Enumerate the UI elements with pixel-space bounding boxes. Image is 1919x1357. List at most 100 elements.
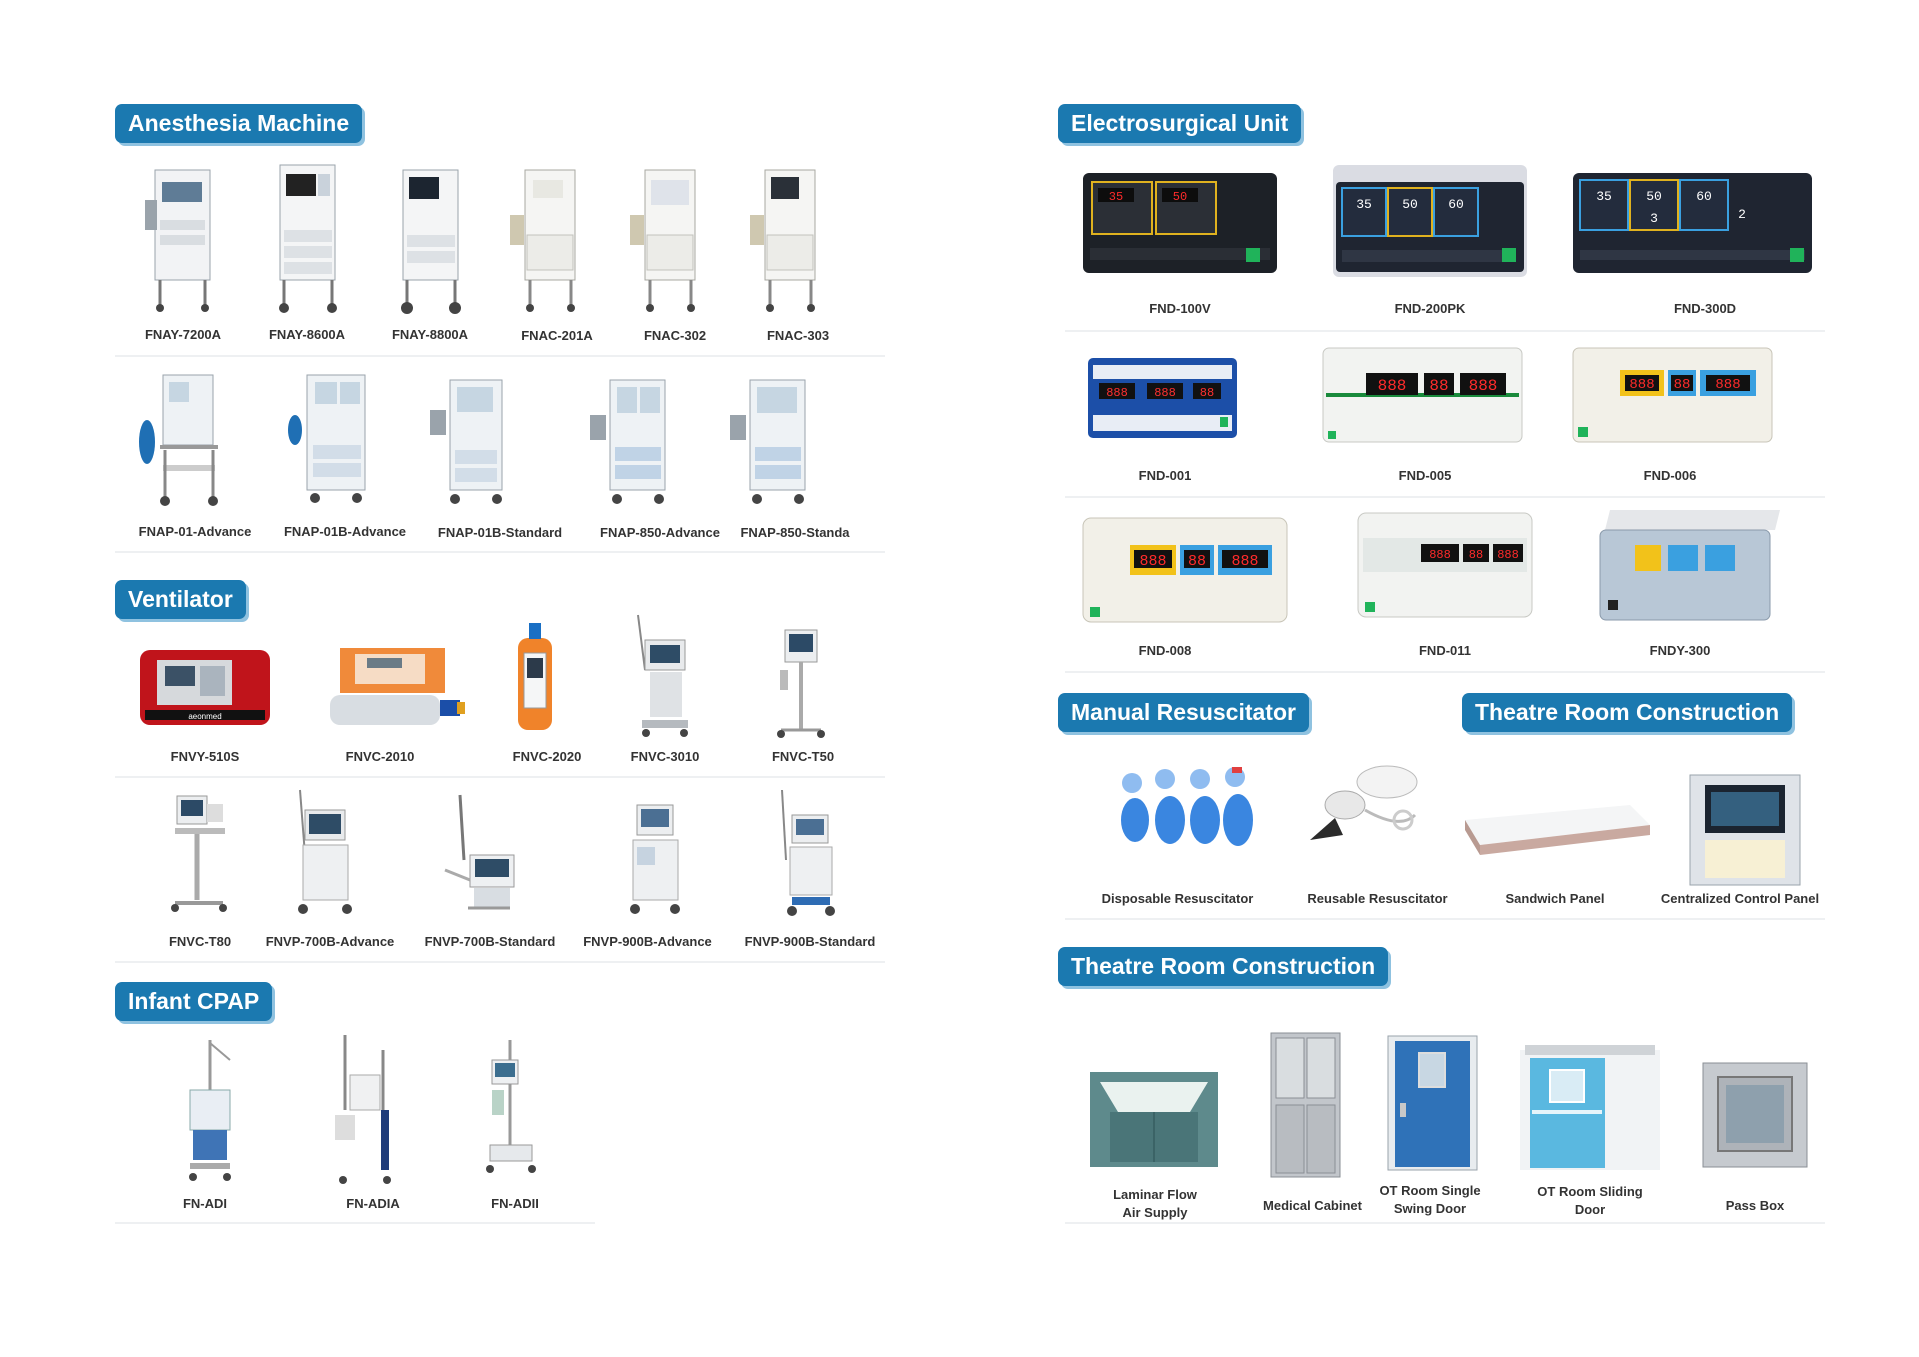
product-name: Centralized Control Panel bbox=[1660, 891, 1820, 906]
product-name: FNVP-700B-Standard bbox=[424, 934, 556, 949]
product-name: FN-ADII bbox=[491, 1196, 539, 1211]
section-title-theatre-room-construction: Theatre Room Construction bbox=[1058, 947, 1389, 986]
row-divider bbox=[115, 551, 885, 553]
display-readout: 888 bbox=[1231, 553, 1258, 570]
product-image-fnay-8800a[interactable] bbox=[385, 165, 475, 315]
product-image-fnap-850-advance[interactable] bbox=[585, 375, 685, 510]
product-name: FNAC-201A bbox=[521, 328, 593, 343]
product-name: FND-200PK bbox=[1394, 301, 1466, 316]
product-name: FNAP-850-Standa bbox=[740, 525, 850, 540]
product-image-fnvc-2010[interactable] bbox=[325, 640, 470, 735]
product-image-sandwich-panel[interactable] bbox=[1460, 800, 1655, 860]
display-readout: 35 bbox=[1356, 197, 1372, 212]
product-image-reusable-resuscitator[interactable] bbox=[1305, 760, 1435, 860]
product-name: FNVC-2010 bbox=[345, 749, 415, 764]
product-name: FNVP-900B-Standard bbox=[744, 934, 876, 949]
product-image-fnvp-700b-standard[interactable] bbox=[430, 790, 520, 920]
product-image-fnay-8600a[interactable] bbox=[262, 160, 352, 315]
product-name: FNDY-300 bbox=[1649, 643, 1711, 658]
product-image-laminar-flow-air-supply[interactable] bbox=[1090, 1072, 1218, 1167]
row-divider bbox=[115, 961, 885, 963]
product-name: FNVC-T80 bbox=[168, 934, 232, 949]
row-divider bbox=[1065, 496, 1825, 498]
product-image-fnac-302[interactable] bbox=[625, 165, 710, 315]
product-image-fnac-201a[interactable] bbox=[505, 165, 590, 315]
product-name: FND-100V bbox=[1149, 301, 1211, 316]
product-image-ot-room-sliding-door[interactable] bbox=[1520, 1040, 1660, 1170]
product-name: FND-011 bbox=[1418, 643, 1472, 658]
display-readout: 888 bbox=[1378, 377, 1407, 395]
product-name: FN-ADIA bbox=[346, 1196, 400, 1211]
product-image-fn-adi[interactable] bbox=[175, 1035, 245, 1190]
product-name: FNVC-2020 bbox=[512, 749, 582, 764]
product-image-fnvp-900b-standard[interactable] bbox=[770, 785, 845, 920]
product-image-fnvc-t50[interactable] bbox=[765, 620, 835, 740]
product-image-fnap-01b-advance[interactable] bbox=[285, 370, 385, 510]
product-image-fnap-850-standard[interactable] bbox=[725, 375, 825, 510]
display-readout: 888 bbox=[1497, 548, 1519, 562]
product-name: FNVP-900B-Advance bbox=[583, 934, 712, 949]
product-image-fndy-300[interactable] bbox=[1590, 505, 1785, 625]
product-image-fn-adia[interactable] bbox=[325, 1030, 405, 1190]
product-image-fnvy-510s[interactable]: aeonmed bbox=[135, 640, 275, 735]
display-readout: 888 bbox=[1469, 377, 1498, 395]
product-image-fnvc-3010[interactable] bbox=[620, 610, 700, 740]
product-name: OT Room Single Swing Door bbox=[1379, 1183, 1481, 1216]
product-image-pass-box[interactable] bbox=[1700, 1055, 1810, 1170]
product-name: FNAP-850-Advance bbox=[600, 525, 720, 540]
row-divider bbox=[1065, 671, 1825, 673]
display-readout: 2 bbox=[1738, 207, 1746, 222]
section-title-manual-resuscitator: Manual Resuscitator bbox=[1058, 693, 1309, 732]
display-readout: 888 bbox=[1106, 386, 1128, 400]
row-divider bbox=[115, 355, 885, 357]
product-name: FNVC-3010 bbox=[630, 749, 700, 764]
product-image-fn-adii[interactable] bbox=[470, 1035, 550, 1190]
product-name: FNAP-01-Advance bbox=[138, 524, 252, 539]
section-title-infant-cpap: Infant CPAP bbox=[115, 982, 273, 1021]
product-image-disposable-resuscitator[interactable] bbox=[1110, 765, 1255, 855]
product-name: FND-006 bbox=[1643, 468, 1697, 483]
product-name: FNAP-01B-Advance bbox=[283, 524, 407, 539]
product-image-fnvc-t80[interactable] bbox=[165, 788, 235, 918]
product-image-medical-cabinet[interactable] bbox=[1268, 1030, 1343, 1180]
product-name: Laminar Flow Air Supply bbox=[1113, 1187, 1197, 1220]
product-image-fnap-01b-standard[interactable] bbox=[425, 375, 520, 510]
row-divider bbox=[1065, 1222, 1825, 1224]
display-readout: 50 bbox=[1402, 197, 1418, 212]
product-image-fnvp-700b-advance[interactable] bbox=[285, 785, 360, 920]
product-image-fnay-7200a[interactable] bbox=[140, 160, 225, 315]
product-image-fnd-200pk[interactable]: 35 50 60 bbox=[1330, 162, 1530, 280]
display-readout: 60 bbox=[1448, 197, 1464, 212]
product-image-ot-room-single-swing-door[interactable] bbox=[1385, 1033, 1480, 1173]
product-image-fnvp-900b-advance[interactable] bbox=[615, 785, 690, 920]
product-name: FND-008 bbox=[1138, 643, 1192, 658]
product-name: FNVP-700B-Advance bbox=[265, 934, 395, 949]
section-title-anesthesia: Anesthesia Machine bbox=[115, 104, 363, 143]
product-name: FNAC-302 bbox=[643, 328, 707, 343]
display-readout: 88 bbox=[1188, 553, 1206, 570]
display-readout: 3 bbox=[1650, 211, 1658, 226]
product-image-fnac-303[interactable] bbox=[745, 165, 830, 315]
product-name: OT Room Sliding Door bbox=[1537, 1184, 1643, 1217]
product-name: FNVY-510S bbox=[170, 749, 240, 764]
product-name: Reusable Resuscitator bbox=[1307, 891, 1448, 906]
product-image-centralized-control-panel[interactable] bbox=[1685, 770, 1805, 890]
product-name: FNAY-8600A bbox=[268, 327, 346, 342]
product-name: Pass Box bbox=[1725, 1198, 1785, 1213]
display-readout: 888 bbox=[1139, 553, 1166, 570]
svg-text:aeonmed: aeonmed bbox=[188, 712, 221, 721]
product-image-fnap-01-advance[interactable] bbox=[135, 370, 235, 510]
product-name: FN-ADI bbox=[182, 1196, 228, 1211]
display-readout: 888 bbox=[1154, 386, 1176, 400]
section-title-theatre-room-construction-small: Theatre Room Construction bbox=[1462, 693, 1793, 732]
display-readout: 35 bbox=[1109, 190, 1123, 204]
product-image-fnvc-2020[interactable] bbox=[500, 618, 570, 738]
display-readout: 88 bbox=[1469, 548, 1483, 562]
